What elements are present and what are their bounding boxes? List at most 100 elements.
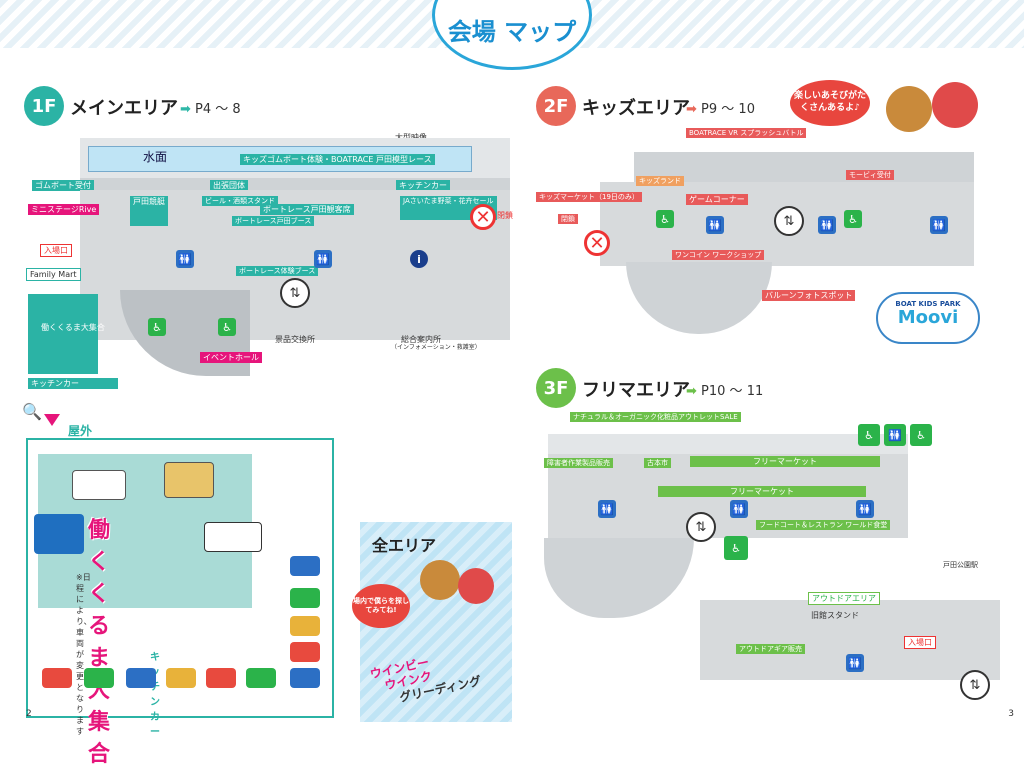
boat-kids-park-text: BOAT KIDS PARK bbox=[895, 300, 961, 308]
elevator-icon: ⇅ bbox=[774, 206, 804, 236]
restroom-icon: 🚻 bbox=[314, 250, 332, 268]
outdoor-note: ※日程により、車両が変更となります bbox=[76, 573, 92, 736]
label-natural: ナチュラル＆オーガニック化粧品アウトレットSALE bbox=[570, 412, 741, 423]
mascot-bear-icon bbox=[458, 568, 494, 604]
label-entrance-3f: 入場口 bbox=[904, 636, 936, 650]
kitchen-car-icon bbox=[290, 616, 320, 636]
label-one-coin: ワンコイン ワークショップ bbox=[672, 250, 765, 261]
boat-kids-park-logo: BOAT KIDS PARK Moovi bbox=[876, 292, 980, 344]
arrow-icon: ➡ bbox=[686, 102, 697, 117]
label-handmade: 障害者作業製品販売 bbox=[544, 458, 613, 469]
label-outdoor-goods: アウトドアギア販売 bbox=[736, 644, 805, 655]
elevator-icon: ⇅ bbox=[960, 670, 990, 700]
kitchen-car-icon bbox=[290, 668, 320, 688]
label-kids-boat: キッズゴムボート体験・BOATRACE 戸田模型レース bbox=[240, 154, 435, 166]
floor-3f-pages: ➡ P10 ～ 11 bbox=[686, 380, 763, 399]
mascot-bear-icon bbox=[420, 560, 460, 600]
all-area-bubble: 場内で僕らを探してみてね! bbox=[352, 584, 410, 628]
speech-bubble-2f: 楽しいあそびがたくさんあるよ♪ bbox=[790, 80, 870, 126]
kitchen-car-icon bbox=[290, 642, 320, 662]
label-boat-experience: ボートレース体験ブース bbox=[236, 266, 319, 277]
label-hataraku-area: 働くくるま大集合 bbox=[41, 323, 105, 332]
label-shushu: 出張団体 bbox=[210, 180, 248, 192]
label-boatrace-toda: ボートレース戸田観客席 bbox=[260, 204, 354, 216]
elevator-icon: ⇅ bbox=[280, 278, 310, 308]
label-closed-2f: 閉鎖 bbox=[558, 214, 578, 225]
mascot-bear-icon bbox=[932, 82, 978, 128]
kitchen-car-icon bbox=[290, 588, 320, 608]
floor-2f-title: キッズエリア bbox=[582, 98, 690, 119]
label-closed-1f: 閉鎖 bbox=[497, 211, 513, 220]
arrow-down-icon bbox=[44, 414, 60, 426]
label-kids-land: キッズランド bbox=[636, 176, 684, 187]
kitchen-car-icon bbox=[84, 668, 114, 688]
floor-1f-pages-text: P4 ～ 8 bbox=[195, 102, 241, 117]
label-old-stand: 旧館スタンド bbox=[811, 611, 859, 620]
stand-area bbox=[544, 538, 694, 618]
police-car-icon bbox=[204, 522, 262, 552]
info-icon: i bbox=[410, 250, 428, 268]
zoom-icon: 🔍 bbox=[22, 402, 42, 421]
elevator-icon: ⇅ bbox=[686, 512, 716, 542]
label-station: 戸田公園駅 bbox=[943, 561, 978, 569]
kitchen-car-icon bbox=[246, 668, 276, 688]
label-mobby: モービィ受付 bbox=[846, 170, 894, 181]
label-vr: BOATRACE VR スプラッシュバトル bbox=[686, 128, 807, 139]
label-gomboat: ゴムボート受付 bbox=[32, 180, 94, 192]
crane-truck-icon bbox=[34, 514, 84, 554]
label-ehon: 古本市 bbox=[644, 458, 671, 469]
bus-icon bbox=[164, 462, 214, 498]
label-event-hall: イベントホール bbox=[200, 352, 262, 364]
wheelchair-icon: ♿ bbox=[858, 424, 880, 446]
label-ministage: ミニステージRive bbox=[28, 204, 100, 216]
kitchen-car-icon bbox=[166, 668, 196, 688]
kitchen-car-icon bbox=[290, 556, 320, 576]
label-toda-pref: 戸田競艇 bbox=[130, 196, 168, 226]
arrow-icon: ➡ bbox=[686, 384, 697, 399]
label-game-corner: ゲームコーナー bbox=[686, 194, 748, 206]
hataraku-block bbox=[28, 294, 98, 374]
map-area bbox=[634, 152, 974, 182]
label-info: 総合案内所 bbox=[401, 335, 441, 344]
floor-1f-pages: ➡ P4 ～ 8 bbox=[180, 98, 241, 117]
wheelchair-icon: ♿ bbox=[656, 210, 674, 228]
label-kakusai: 景品交換所 bbox=[275, 335, 315, 344]
moovi-text: Moovi bbox=[897, 307, 959, 328]
label-entrance-1f: 入場口 bbox=[40, 244, 72, 258]
label-boatrace-booth: ボートレース戸田ブース bbox=[232, 216, 315, 227]
label-big-screen: 大型映像 bbox=[392, 132, 430, 143]
label-kitchen-car-bottom: キッチンカー bbox=[28, 378, 118, 390]
stand-area bbox=[626, 262, 772, 334]
page-number-left: 2 bbox=[26, 709, 32, 719]
wheelchair-icon: ♿ bbox=[218, 318, 236, 336]
mascot-bear-icon bbox=[886, 86, 932, 132]
label-flea2: フリーマーケット bbox=[658, 486, 866, 498]
label-outdoor-area: アウトドアエリア bbox=[808, 592, 880, 606]
restroom-icon: 🚻 bbox=[598, 500, 616, 518]
page-number-right: 3 bbox=[1008, 709, 1014, 719]
kitchen-car-icon bbox=[126, 668, 156, 688]
floor-2f-pages-text: P9 ～ 10 bbox=[701, 102, 755, 117]
restroom-icon: 🚻 bbox=[176, 250, 194, 268]
floor-1f-badge: 1F bbox=[24, 86, 64, 126]
floor-2f-badge: 2F bbox=[536, 86, 576, 126]
restroom-icon: 🚻 bbox=[730, 500, 748, 518]
page-title: 会場 マップ bbox=[447, 18, 577, 46]
label-flea1: フリーマーケット bbox=[690, 456, 880, 468]
map-area bbox=[548, 434, 908, 454]
restroom-icon: 🚻 bbox=[930, 216, 948, 234]
label-familymart: Family Mart bbox=[26, 268, 81, 282]
floor-3f-pages-text: P10 ～ 11 bbox=[701, 384, 764, 399]
floor-2f-pages: ➡ P9 ～ 10 bbox=[686, 98, 755, 117]
floor-1f-title: メインエリア bbox=[70, 98, 178, 119]
label-kids-market: キッズマーケット（19日のみ） bbox=[536, 192, 642, 203]
ambulance-icon bbox=[72, 470, 126, 500]
wheelchair-icon: ♿ bbox=[148, 318, 166, 336]
nursing-room-icon: ♿ bbox=[910, 424, 932, 446]
arrow-icon: ➡ bbox=[180, 102, 191, 117]
restroom-icon: 🚻 bbox=[884, 424, 906, 446]
all-area-title: 全エリア bbox=[372, 536, 437, 555]
restroom-icon: 🚻 bbox=[818, 216, 836, 234]
floor-3f-badge: 3F bbox=[536, 368, 576, 408]
wheelchair-icon: ♿ bbox=[724, 536, 748, 560]
